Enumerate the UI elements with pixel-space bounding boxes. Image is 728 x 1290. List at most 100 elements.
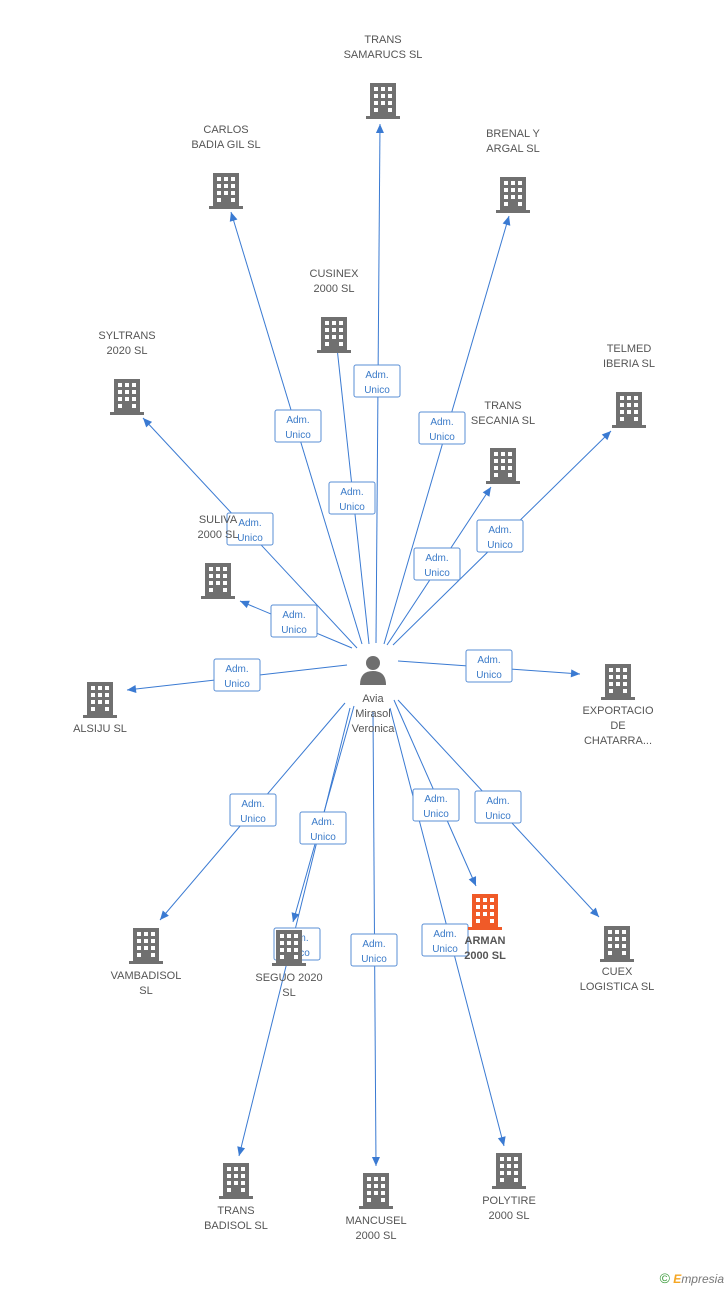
role-label-syltrans-2020-sl[interactable]: Adm. Unico — [226, 512, 274, 546]
arrowhead-alsiju-sl — [127, 685, 137, 693]
company-name-line: CUSINEX — [310, 268, 360, 280]
role-box — [476, 519, 524, 553]
building-icon — [110, 379, 144, 415]
company-name-line: TRANS — [217, 1205, 254, 1217]
company-name-line: SULIVA — [199, 514, 238, 526]
role-box — [418, 411, 466, 445]
role-label-polytire-2000-sl[interactable]: Adm.Unico — [421, 923, 469, 957]
arrowhead-suliva-2000-sl — [240, 600, 250, 609]
company-node-syltrans-2020-sl[interactable]: SYLTRANS 2020 SL — [98, 330, 156, 415]
role-label-trans-samarucs-sl[interactable]: Adm.Unico — [353, 364, 401, 398]
company-node-alsiju-sl[interactable]: ALSIJU SL — [73, 682, 127, 735]
role-label-suliva-2000-sl[interactable]: Adm.Unico — [270, 604, 318, 638]
role-label-alsiju-sl[interactable]: Adm.Unico — [213, 658, 261, 692]
role-label-brenal-y-argal-sl[interactable]: Adm. Unico — [418, 411, 466, 445]
role-label-trans-secania-sl[interactable]: Adm.Unico — [413, 547, 461, 581]
company-name-line: TELMED — [607, 343, 652, 355]
role-title: Adm. — [286, 415, 309, 426]
role-box — [226, 512, 274, 546]
role-box — [274, 409, 322, 443]
role-box — [350, 933, 398, 967]
role-type: Unico — [361, 954, 387, 965]
company-name-line: CHATARRA... — [584, 735, 652, 747]
company-name-line: BADISOL SL — [204, 1220, 268, 1232]
building-icon — [496, 177, 530, 213]
role-box — [328, 481, 376, 515]
role-title: Adm. — [486, 796, 509, 807]
role-box — [270, 604, 318, 638]
company-name-line: MANCUSEL — [345, 1215, 406, 1227]
person-name-line: Avia — [362, 693, 384, 705]
role-title: Adm. — [424, 794, 447, 805]
company-node-exportacio-de-chatarra[interactable]: EXPORTACIODECHATARRA... — [582, 664, 654, 747]
role-title: Adm. — [282, 610, 305, 621]
company-node-trans-badisol-sl[interactable]: TRANS BADISOL SL — [204, 1163, 268, 1232]
role-label-cuex-logistica-sl[interactable]: Adm.Unico — [474, 790, 522, 824]
company-name-line: DE — [610, 720, 625, 732]
role-type: Unico — [240, 814, 266, 825]
role-label-seguo-2020-sl[interactable]: Adm. Unico — [299, 811, 347, 845]
role-box — [474, 790, 522, 824]
role-label-carlos-badia-gil-sl[interactable]: Adm. Unico — [274, 409, 322, 443]
arrowhead-trans-badisol-sl — [237, 1146, 246, 1156]
role-label-telmed-iberia-sl[interactable]: Adm.Unico — [476, 519, 524, 553]
arrowhead-trans-samarucs-sl — [375, 124, 384, 134]
building-icon — [219, 1163, 253, 1199]
role-type: Unico — [237, 533, 263, 544]
building-icon — [317, 317, 351, 353]
company-name-line: TRANS — [484, 400, 521, 412]
company-name-line: BADIA GIL SL — [191, 139, 260, 151]
role-label-arman-2000-sl[interactable]: Adm.Unico — [412, 788, 460, 822]
company-name-line: 2020 SL — [107, 345, 148, 357]
company-name-line: POLYTIRE — [482, 1195, 536, 1207]
role-box — [353, 364, 401, 398]
company-name-line: SAMARUCS SL — [344, 49, 423, 61]
role-label-mancusel-2000-sl[interactable]: Adm. Unico — [350, 933, 398, 967]
building-icon — [201, 563, 235, 599]
role-box — [299, 811, 347, 845]
company-name-line: CARLOS — [203, 124, 248, 136]
role-title: Adm. — [225, 664, 248, 675]
company-name-line: ARGAL SL — [486, 143, 539, 155]
role-title: Adm. — [430, 417, 453, 428]
role-type: Unico — [429, 432, 455, 443]
role-box — [412, 788, 460, 822]
role-box — [213, 658, 261, 692]
building-icon — [83, 682, 117, 718]
role-label-vambadisol-sl[interactable]: Adm.Unico — [229, 793, 277, 827]
role-label-exportacio-de-chatarra[interactable]: Adm.Unico — [465, 649, 513, 683]
company-name-line: SYLTRANS — [98, 330, 155, 342]
role-title: Adm. — [238, 518, 261, 529]
person-name-line: Mirasol — [355, 708, 390, 720]
role-title: Adm. — [311, 817, 334, 828]
arrowhead-carlos-badia-gil-sl — [229, 212, 238, 222]
role-type: Unico — [310, 832, 336, 843]
role-box — [229, 793, 277, 827]
company-name-line: ALSIJU SL — [73, 723, 127, 735]
role-label-cusinex-2000-sl[interactable]: Adm.Unico — [328, 481, 376, 515]
building-icon — [486, 448, 520, 484]
building-icon — [209, 173, 243, 209]
role-type: Unico — [285, 430, 311, 441]
role-title: Adm. — [362, 939, 385, 950]
role-box — [465, 649, 513, 683]
arrowhead-vambadisol-sl — [160, 910, 169, 920]
role-type: Unico — [424, 568, 450, 579]
company-name-line: SEGUO 2020 — [255, 972, 322, 984]
company-node-carlos-badia-gil-sl[interactable]: CARLOS BADIA GIL SL — [191, 124, 261, 209]
arrowhead-trans-secania-sl — [482, 487, 491, 497]
